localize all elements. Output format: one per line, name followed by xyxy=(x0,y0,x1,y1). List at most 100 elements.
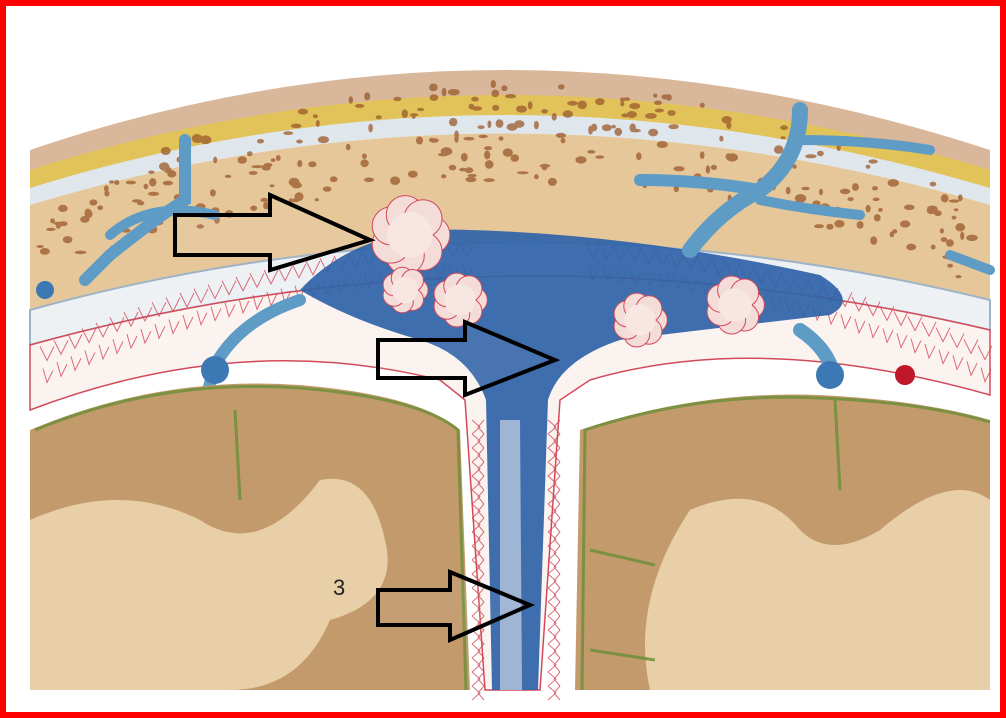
bone-spot xyxy=(874,214,881,221)
bone-spot xyxy=(296,140,303,144)
bone-spot xyxy=(946,239,954,246)
bone-spot xyxy=(857,221,864,229)
bone-spot xyxy=(292,198,300,202)
bone-spot xyxy=(276,155,281,161)
bone-spot xyxy=(144,184,149,189)
bone-spot xyxy=(484,178,495,182)
bone-spot xyxy=(368,124,373,133)
bone-spot xyxy=(514,120,524,128)
bone-spot xyxy=(251,165,263,168)
bone-spot xyxy=(719,136,723,142)
bone-spot xyxy=(349,96,353,103)
bone-spot xyxy=(448,89,460,95)
granulation-core xyxy=(624,304,655,335)
bone-spot xyxy=(952,216,957,220)
bone-spot xyxy=(966,235,978,241)
bone-spot xyxy=(408,171,418,178)
bone-spot xyxy=(786,187,791,194)
bone-spot xyxy=(587,150,595,154)
bone-spot xyxy=(355,104,364,108)
bone-spot xyxy=(225,175,232,178)
bone-spot xyxy=(308,161,316,167)
bone-spot xyxy=(465,177,476,182)
artery-cut-right xyxy=(895,365,915,385)
bone-spot xyxy=(868,159,877,163)
bone-spot xyxy=(505,94,516,98)
bone-spot xyxy=(416,137,423,145)
bone-spot xyxy=(595,98,604,105)
granulation-core xyxy=(392,277,418,303)
bone-spot xyxy=(611,125,616,129)
bone-spot xyxy=(132,199,142,202)
label-number-3: 3 xyxy=(333,575,345,600)
bone-spot xyxy=(442,88,447,97)
bone-spot xyxy=(556,133,566,138)
bone-spot xyxy=(159,162,169,171)
bone-spot xyxy=(114,180,119,185)
bone-spot xyxy=(449,165,457,171)
bone-spot xyxy=(954,208,959,211)
bone-spot xyxy=(213,157,217,164)
bone-spot xyxy=(873,198,880,202)
bone-spot xyxy=(558,84,565,89)
bone-spot xyxy=(955,275,961,278)
bone-spot xyxy=(292,182,302,188)
bone-spot xyxy=(485,160,494,169)
bone-spot xyxy=(499,136,504,140)
bone-spot xyxy=(109,180,114,183)
bone-spot xyxy=(441,174,446,178)
bone-spot xyxy=(469,104,475,110)
bone-spot xyxy=(826,224,833,230)
bone-spot xyxy=(870,236,877,245)
bone-spot xyxy=(866,165,871,169)
bone-spot xyxy=(36,245,44,248)
bone-spot xyxy=(630,129,641,133)
bone-spot xyxy=(393,97,401,101)
bone-spot xyxy=(50,218,55,223)
bone-spot xyxy=(960,232,964,240)
bone-spot xyxy=(852,183,859,191)
bone-spot xyxy=(805,154,817,158)
granulation-core xyxy=(387,212,433,258)
bone-spot xyxy=(318,136,329,143)
bone-spot xyxy=(449,118,457,126)
bone-spot xyxy=(238,156,247,163)
bone-spot xyxy=(376,115,382,119)
bone-spot xyxy=(795,194,806,203)
bone-spot xyxy=(726,153,738,161)
bone-spot xyxy=(947,264,953,268)
bone-spot xyxy=(528,101,533,109)
bone-spot xyxy=(461,153,468,162)
bone-spot xyxy=(904,205,915,211)
bone-spot xyxy=(548,178,557,186)
bone-spot xyxy=(780,136,785,139)
bone-spot xyxy=(501,85,507,91)
bone-spot xyxy=(588,126,593,135)
bone-spot xyxy=(941,194,949,202)
bone-spot xyxy=(298,109,308,115)
bone-spot xyxy=(454,135,458,143)
bone-spot xyxy=(700,151,705,159)
bone-spot xyxy=(722,116,732,124)
bone-spot xyxy=(615,128,623,136)
bone-spot xyxy=(958,194,963,201)
bone-spot xyxy=(927,208,937,214)
bone-spot xyxy=(700,103,705,108)
bone-spot xyxy=(567,101,578,106)
bone-spot xyxy=(866,205,871,213)
vein-cut-right xyxy=(816,361,844,389)
bone-spot xyxy=(534,174,539,179)
bone-spot xyxy=(620,102,624,106)
bone-spot xyxy=(148,171,155,174)
bone-spot xyxy=(561,138,566,143)
bone-spot xyxy=(595,155,604,158)
bone-spot xyxy=(955,223,965,231)
bone-spot xyxy=(496,119,504,128)
bone-spot xyxy=(46,228,56,231)
vein-cut-left xyxy=(36,281,54,299)
bone-spot xyxy=(655,109,664,113)
bone-spot xyxy=(516,106,527,113)
bone-spot xyxy=(706,165,710,173)
bone-spot xyxy=(260,198,268,202)
bone-spot xyxy=(85,209,92,218)
